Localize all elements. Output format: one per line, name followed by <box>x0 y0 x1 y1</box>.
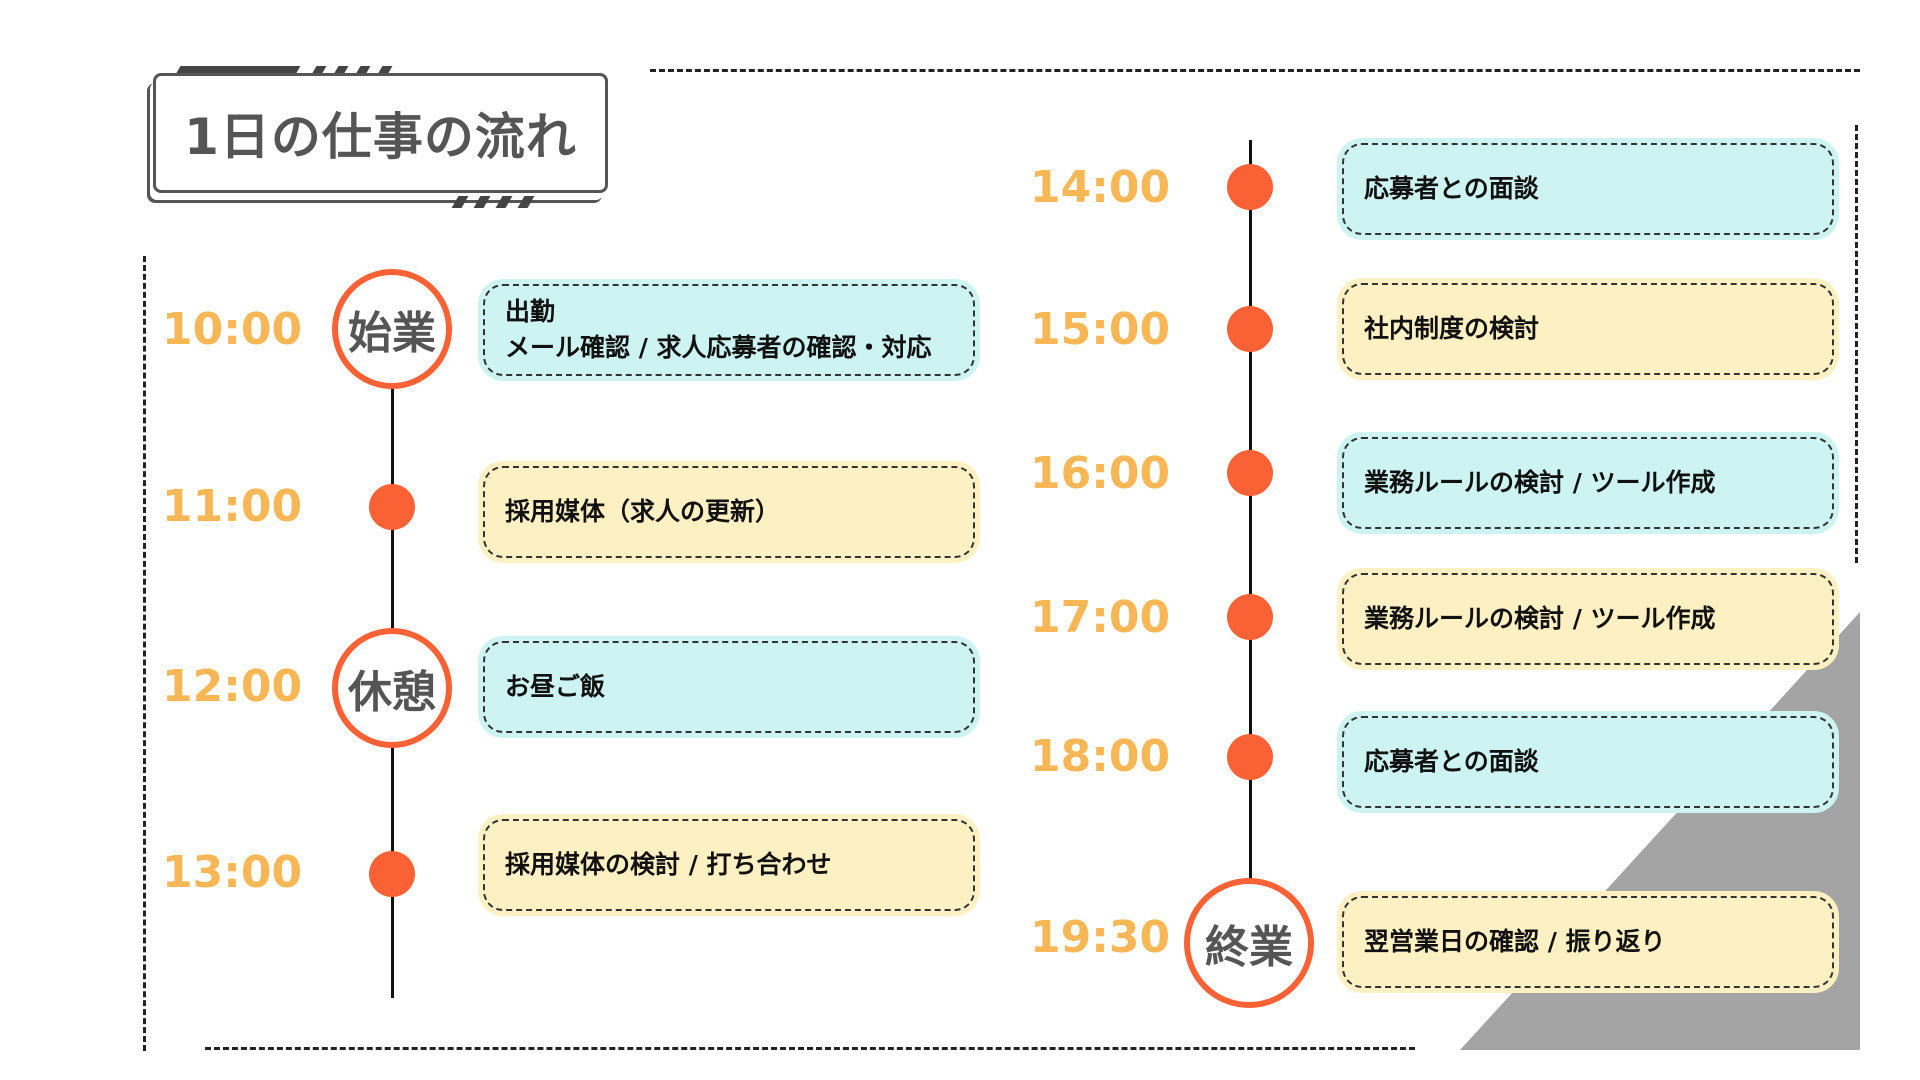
time-label: 14:00 <box>1030 162 1171 213</box>
timeline-dot <box>1227 450 1273 496</box>
title-box: 1日の仕事の流れ <box>153 73 608 193</box>
time-label: 10:00 <box>162 304 303 355</box>
title-stripe-bottom <box>451 196 545 208</box>
right-dashed-line <box>1855 125 1858 563</box>
task-card: 出勤 メール確認 / 求人応募者の確認・対応 <box>483 284 975 376</box>
task-card: 採用媒体（求人の更新） <box>483 466 975 558</box>
bottom-dashed-line <box>205 1047 1415 1050</box>
time-label: 13:00 <box>162 847 303 898</box>
timeline-dot <box>369 851 415 897</box>
time-label: 16:00 <box>1030 448 1171 499</box>
task-card: 応募者との面談 <box>1342 716 1834 808</box>
task-text: お昼ご飯 <box>505 672 606 701</box>
task-text: 採用媒体の検討 / 打ち合わせ <box>505 850 832 879</box>
time-label: 18:00 <box>1030 731 1171 782</box>
end-marker: 終業 <box>1184 878 1314 1008</box>
task-text: 応募者との面談 <box>1364 747 1539 776</box>
task-card: 社内制度の検討 <box>1342 283 1834 375</box>
time-label: 11:00 <box>162 481 303 532</box>
task-card: 業務ルールの検討 / ツール作成 <box>1342 437 1834 529</box>
timeline-dot <box>1227 306 1273 352</box>
task-card: 採用媒体の検討 / 打ち合わせ <box>483 819 975 911</box>
start-marker: 始業 <box>332 269 452 389</box>
timeline-dot <box>1227 594 1273 640</box>
task-text: 翌営業日の確認 / 振り返り <box>1364 927 1666 956</box>
task-text: 出勤 <box>505 297 556 326</box>
task-text: 業務ルールの検討 / ツール作成 <box>1364 468 1716 497</box>
right-timeline-line <box>1249 140 1252 950</box>
break-marker: 休憩 <box>332 628 452 748</box>
task-text: 応募者との面談 <box>1364 174 1539 203</box>
time-label: 17:00 <box>1030 592 1171 643</box>
top-dashed-line <box>650 69 1860 72</box>
task-card: 応募者との面談 <box>1342 143 1834 235</box>
left-dashed-line <box>143 256 146 1051</box>
time-label: 19:30 <box>1030 912 1171 963</box>
marker-label: 始業 <box>348 308 436 359</box>
task-card: 翌営業日の確認 / 振り返り <box>1342 896 1834 988</box>
time-label: 12:00 <box>162 661 303 712</box>
timeline-dot <box>1227 734 1273 780</box>
timeline-dot <box>1227 164 1273 210</box>
task-text: 社内制度の検討 <box>1364 314 1540 343</box>
marker-label: 終業 <box>1205 922 1293 973</box>
time-label: 15:00 <box>1030 304 1171 355</box>
page-title: 1日の仕事の流れ <box>184 108 577 166</box>
marker-label: 休憩 <box>348 667 436 718</box>
task-text: メール確認 / 求人応募者の確認・対応 <box>505 333 932 362</box>
task-text: 業務ルールの検討 / ツール作成 <box>1364 604 1716 633</box>
timeline-dot <box>369 484 415 530</box>
task-text: 採用媒体（求人の更新） <box>505 497 781 526</box>
task-card: 業務ルールの検討 / ツール作成 <box>1342 573 1834 665</box>
task-card: お昼ご飯 <box>483 641 975 733</box>
